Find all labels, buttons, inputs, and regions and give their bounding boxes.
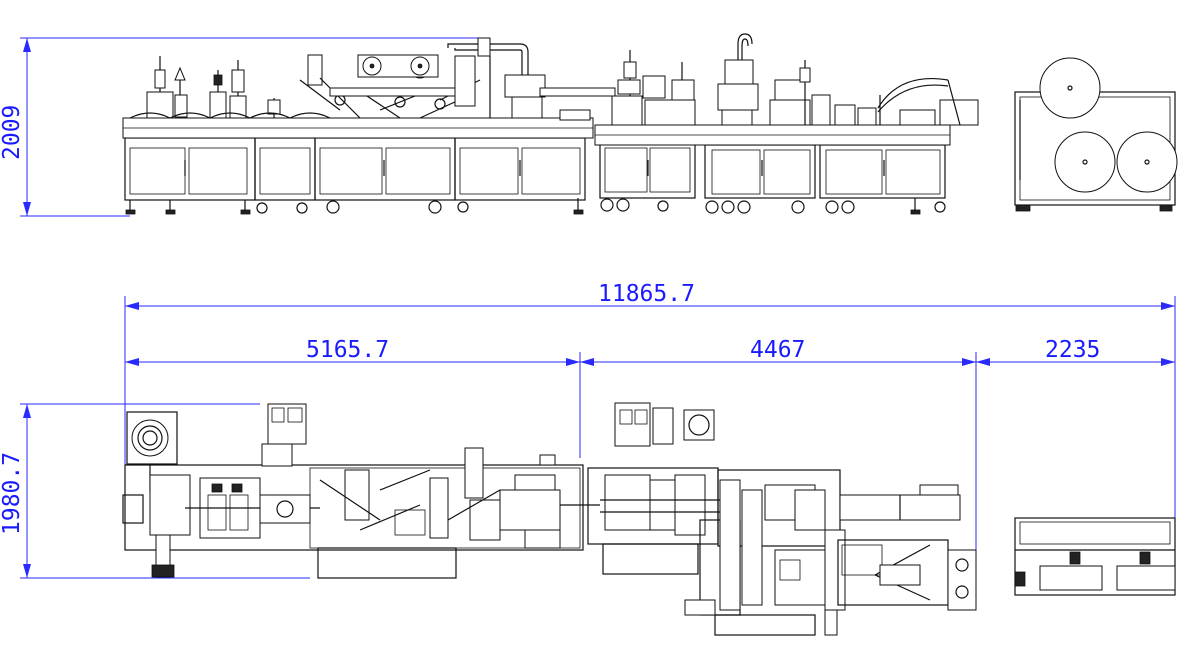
upper-mechanisms <box>129 33 979 126</box>
plan-right-section <box>837 484 977 611</box>
material-reel-unit <box>1014 57 1178 212</box>
height-dimension-label: 2009 <box>0 105 25 160</box>
work-tables <box>122 117 951 146</box>
width-dimension: 1980.7 <box>0 403 310 579</box>
plan-reel-unit <box>1014 517 1176 596</box>
overall-length-label: 11865.7 <box>598 281 695 307</box>
section-dimensions: 5165.7 4467 2235 <box>125 337 1175 555</box>
width-dimension-label: 1980.7 <box>0 452 25 535</box>
plan-view: 11865.7 5165.7 4467 2235 1980.7 <box>0 281 1176 636</box>
elevation-view: 2009 <box>0 33 1178 217</box>
section-1-length-label: 5165.7 <box>306 337 389 363</box>
machine-base-cabinets <box>124 137 946 201</box>
overall-length-dimension: 11865.7 <box>124 281 1176 520</box>
casters <box>125 198 946 215</box>
plan-machine-body <box>122 403 600 579</box>
plan-middle-section <box>587 402 846 636</box>
section-2-length-label: 4467 <box>750 337 805 363</box>
height-dimension: 2009 <box>0 37 480 217</box>
section-3-length-label: 2235 <box>1045 337 1100 363</box>
